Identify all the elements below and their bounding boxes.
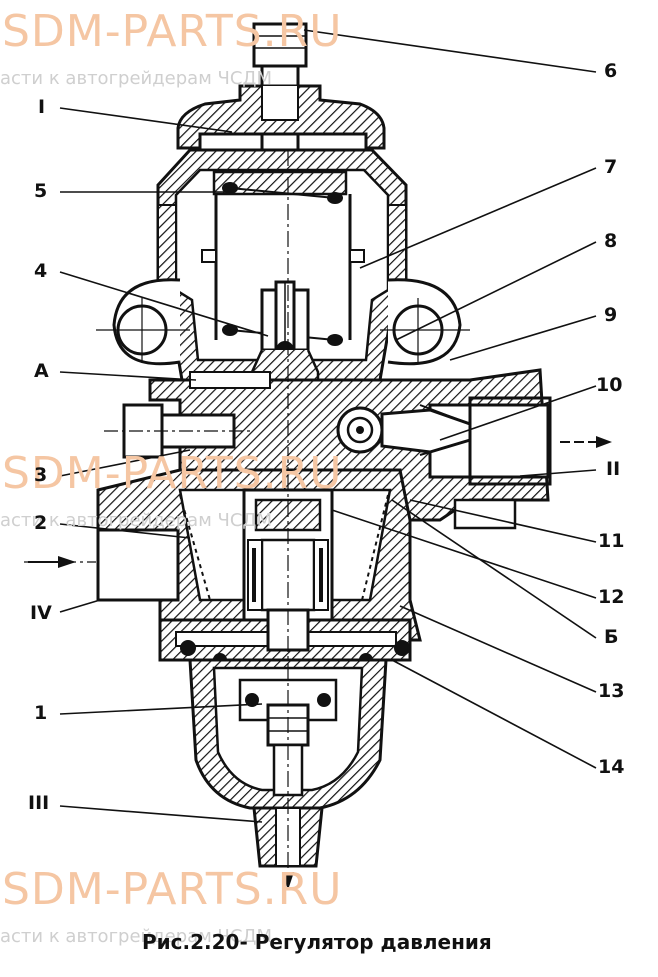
figure-caption: Рис.2.20- Регулятор давления bbox=[142, 930, 492, 954]
callout-11: 11 bbox=[598, 530, 625, 552]
callout-2: 2 bbox=[34, 512, 48, 534]
callout-13: 13 bbox=[598, 680, 625, 702]
lower-cover bbox=[158, 608, 412, 667]
callout-10: 10 bbox=[596, 374, 623, 396]
callout-II: II bbox=[606, 458, 621, 480]
callout-9: 9 bbox=[604, 304, 618, 326]
callout-1: 1 bbox=[34, 702, 48, 724]
callout-B: Б bbox=[604, 626, 619, 648]
middle-body bbox=[104, 368, 552, 530]
callout-14: 14 bbox=[598, 756, 625, 778]
callout-III: III bbox=[28, 792, 50, 814]
upper-cap bbox=[176, 84, 386, 150]
outlet-arrow bbox=[560, 436, 612, 448]
drain-nozzle bbox=[252, 150, 324, 890]
callout-7: 7 bbox=[604, 156, 618, 178]
callout-8: 8 bbox=[604, 230, 618, 252]
bottom-bowl bbox=[188, 658, 388, 810]
watermark-site-middle: SDM-PARTS.RU bbox=[2, 448, 343, 499]
leader-lines bbox=[59, 29, 597, 823]
watermark-tagline-middle: асти к автогрейдерам ЧСДМ bbox=[0, 510, 272, 531]
callout-IV: IV bbox=[30, 602, 52, 624]
watermark-site-bottom: SDM-PARTS.RU bbox=[2, 864, 343, 915]
upper-housing bbox=[156, 148, 408, 382]
callout-3: 3 bbox=[34, 464, 48, 486]
callout-A: А bbox=[34, 360, 49, 382]
mounting-lugs bbox=[96, 278, 470, 366]
watermark-tagline-top: асти к автогрейдерам ЧСДМ bbox=[0, 68, 272, 89]
callout-12: 12 bbox=[598, 586, 625, 608]
watermark-tagline-bottom: асти к автогрейдерам ЧСДМ bbox=[0, 926, 272, 947]
callout-5: 5 bbox=[34, 180, 48, 202]
callout-6: 6 bbox=[604, 60, 618, 82]
callout-4: 4 bbox=[34, 260, 48, 282]
callout-I: I bbox=[38, 96, 46, 118]
watermark-site-top: SDM-PARTS.RU bbox=[2, 6, 343, 57]
inlet-arrow bbox=[28, 556, 76, 568]
